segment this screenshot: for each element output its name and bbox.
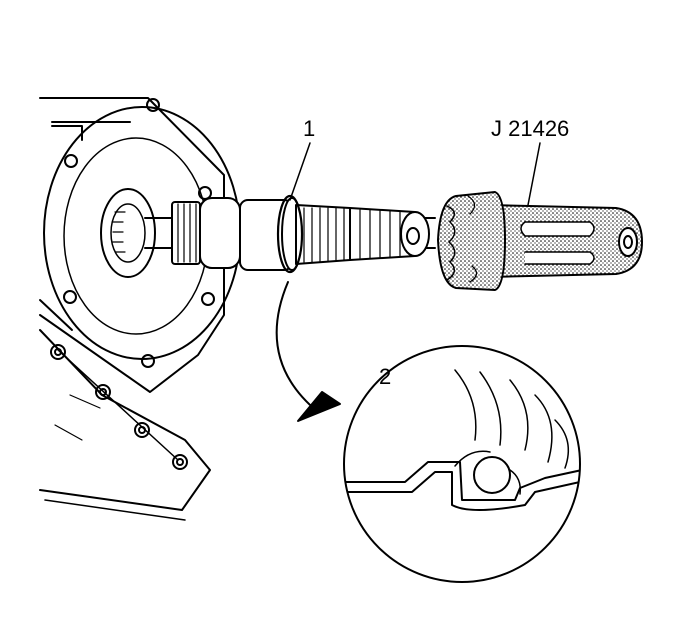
- callout-label-2: 2: [379, 364, 392, 389]
- output-shaft: [144, 197, 436, 271]
- detail-circle: [343, 345, 581, 583]
- callout-label-tool: J 21426: [491, 116, 570, 141]
- case-bolts: [50, 344, 188, 470]
- callout-label-1: 1: [303, 116, 316, 141]
- bearing-bore: [100, 188, 156, 278]
- rear-seal: [276, 194, 304, 274]
- detail-arrow: [275, 281, 341, 422]
- seal-installer-tool: [437, 191, 643, 291]
- transmission-housing: [39, 97, 225, 521]
